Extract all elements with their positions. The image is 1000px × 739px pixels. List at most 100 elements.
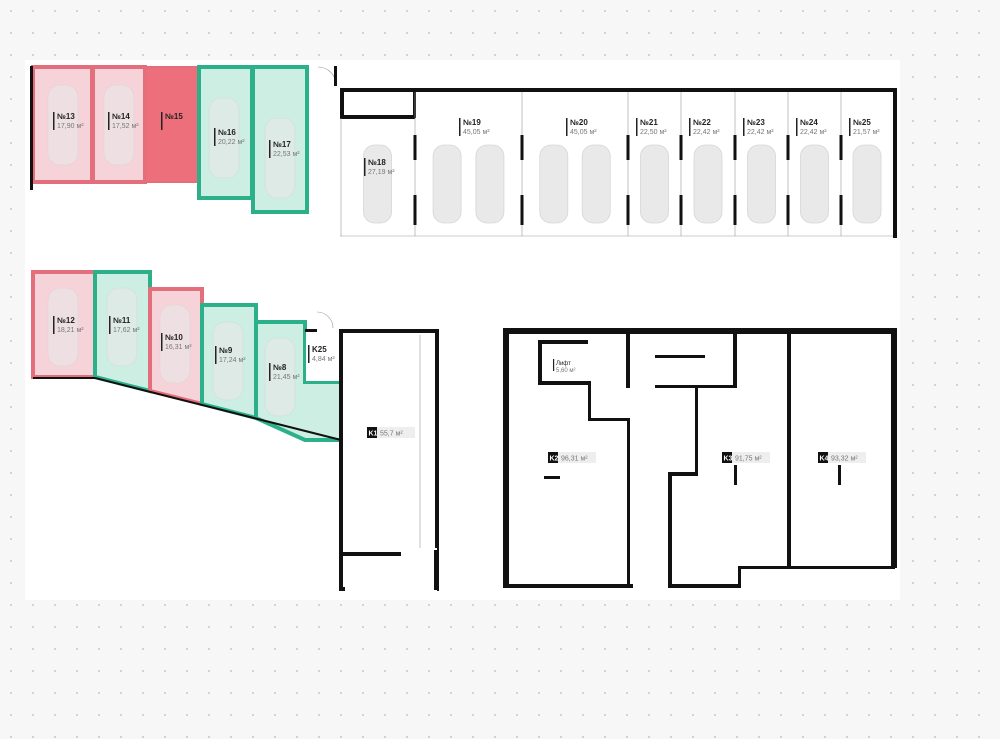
spot-number: №13 <box>57 112 75 121</box>
spot-label-top-right: №23 22,42 м² <box>743 118 774 136</box>
spot-number: №17 <box>273 140 291 149</box>
spot-area: 16,31 м² <box>165 344 192 351</box>
car-icons-top-left <box>47 84 296 199</box>
spot-number: №20 <box>570 118 588 127</box>
spot-number: K25 <box>312 345 327 354</box>
label-marker <box>308 345 310 363</box>
label-marker <box>796 118 798 136</box>
wall-segment <box>786 135 790 160</box>
spot-label-top-left: №15 <box>161 112 183 130</box>
wall-segment <box>839 135 843 160</box>
car-icon <box>640 144 669 224</box>
unit-area: 96,31 м² <box>561 456 588 463</box>
unit-id: K3 <box>724 456 733 463</box>
car-icon <box>363 144 392 224</box>
spot-number: №23 <box>747 118 765 127</box>
spot-15[interactable] <box>144 66 199 183</box>
spot-area: 22,42 м² <box>693 129 720 136</box>
unit-id: K4 <box>820 456 829 463</box>
spot-area: 17,62 м² <box>113 327 140 334</box>
label-marker <box>566 118 568 136</box>
storage-k25[interactable] <box>305 329 344 381</box>
wall-segment <box>733 135 737 160</box>
label-marker <box>109 316 111 334</box>
spot-area: 27,19 м² <box>368 169 395 176</box>
car-icon <box>747 144 776 224</box>
unit-id: K1 <box>369 431 378 438</box>
car-icon <box>800 144 829 224</box>
label-marker <box>459 118 461 136</box>
lift-name: Лифт <box>556 361 571 367</box>
car-icon <box>539 144 569 224</box>
car-icon <box>693 144 723 224</box>
unit-id: K2 <box>550 456 559 463</box>
car-icon <box>432 144 462 224</box>
spot-area: 22,42 м² <box>747 129 774 136</box>
car-icon <box>475 144 505 224</box>
spot-number: №22 <box>693 118 711 127</box>
label-marker <box>689 118 691 136</box>
spot-area: 22,50 м² <box>640 129 667 136</box>
label-marker <box>214 128 216 146</box>
commercial-block <box>503 328 897 588</box>
wall-segment <box>520 195 524 225</box>
spot-number: №18 <box>368 158 386 167</box>
spot-area: 21,45 м² <box>273 374 300 381</box>
spot-label-top-right: №25 21,57 м² <box>849 118 880 136</box>
unit-area: 93,32 м² <box>831 456 858 463</box>
spot-label-bottom-left: №9 17,24 м² <box>215 346 246 364</box>
wall-segment <box>626 135 630 160</box>
label-marker <box>161 112 163 130</box>
label-marker <box>53 316 55 334</box>
spot-number: №16 <box>218 128 236 137</box>
wall-segment <box>839 195 843 225</box>
wall-segment <box>679 135 683 160</box>
spot-area: 17,52 м² <box>112 123 139 130</box>
label-marker <box>215 346 217 364</box>
spot-area: 4,84 м² <box>312 356 335 363</box>
spot-number: №8 <box>273 363 287 372</box>
label-marker <box>108 112 110 130</box>
spot-label-bottom-left: №11 17,62 м² <box>109 316 140 334</box>
label-marker <box>849 118 851 136</box>
wall-segment <box>679 195 683 225</box>
car-icon <box>581 144 611 224</box>
label-marker <box>364 158 366 176</box>
spot-area: 17,24 м² <box>219 357 246 364</box>
label-marker <box>161 333 163 351</box>
spot-number: №9 <box>219 346 233 355</box>
parking-block-top-right <box>340 88 897 238</box>
spot-area: 45,05 м² <box>463 129 490 136</box>
storage-label: K25 4,84 м² <box>308 345 335 363</box>
spot-area: 21,57 м² <box>853 129 880 136</box>
label-marker <box>636 118 638 136</box>
spot-number: №14 <box>112 112 130 121</box>
spot-number: №11 <box>113 316 131 325</box>
unit-k1[interactable] <box>339 329 439 592</box>
spot-label-top-right: №22 22,42 м² <box>689 118 720 136</box>
label-marker <box>269 363 271 381</box>
spot-number: №12 <box>57 316 75 325</box>
spot-label-top-right: №18 27,19 м² <box>364 158 395 176</box>
spot-number: №25 <box>853 118 871 127</box>
spot-label-bottom-left: №8 21,45 м² <box>269 363 300 381</box>
wall-segment <box>413 195 417 225</box>
wall-segment <box>413 135 417 160</box>
unit-area: 55,7 м² <box>380 431 403 438</box>
label-marker <box>743 118 745 136</box>
wall-segment <box>733 195 737 225</box>
